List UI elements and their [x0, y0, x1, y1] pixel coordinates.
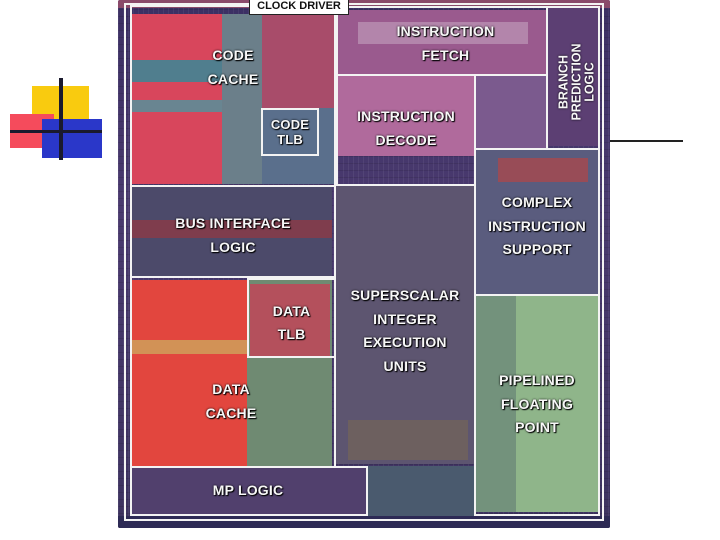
mp-logic-label: MP LOGIC	[178, 479, 318, 503]
code-tlb-label: CODE TLB	[261, 117, 319, 147]
processor-die-map: CLOCK DRIVER INSTRUCTION FETCH BRANCH PR…	[118, 0, 610, 528]
instruction-fetch-label: INSTRUCTION FETCH	[343, 20, 548, 67]
branch-prediction-label: BRANCH PREDICTION LOGIC	[558, 43, 597, 120]
data-tlb-label: DATA TLB	[247, 300, 336, 346]
instruction-decode-label: INSTRUCTION DECODE	[338, 105, 474, 152]
code-cache-label: CODE CACHE	[190, 44, 276, 91]
branch-prediction-label-box: BRANCH PREDICTION LOGIC	[552, 34, 602, 130]
superscalar-integer-execution-units-label: SUPERSCALAR INTEGER EXECUTION UNITS	[330, 284, 480, 378]
clock-driver-label: CLOCK DRIVER	[249, 0, 349, 15]
decor-square-blue	[42, 119, 102, 158]
bus-interface-logic-label: BUS INTERFACE LOGIC	[158, 212, 308, 259]
decor-line-right	[609, 140, 683, 142]
decor-bar-horizontal	[10, 130, 102, 133]
data-cache-label: DATA CACHE	[186, 378, 276, 425]
decor-bar-vertical	[59, 78, 63, 160]
complex-instruction-support-label: COMPLEX INSTRUCTION SUPPORT	[474, 191, 600, 262]
pipelined-floating-point-label: PIPELINED FLOATING POINT	[474, 369, 600, 440]
